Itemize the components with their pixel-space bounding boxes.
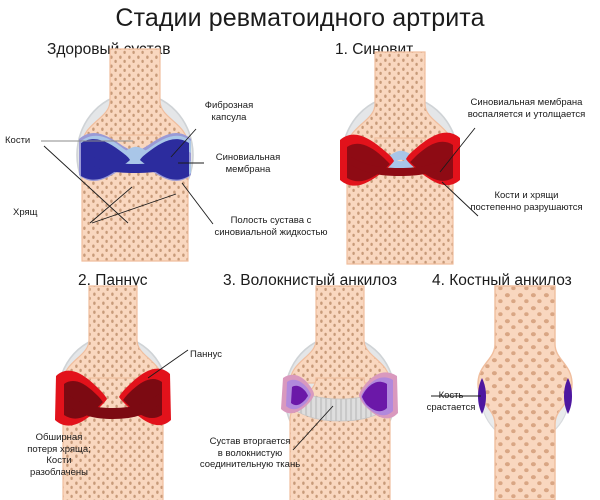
label-synovial-membrane: Синовиальная мембрана: [215, 152, 281, 175]
eroded-cavity-band: [351, 157, 449, 176]
label-cartilage: Хрящ: [13, 207, 38, 218]
violet-remnant-right: [564, 378, 572, 414]
label-membrane-inflamed: Синовиальная мембрана воспаляется и утол…: [467, 97, 586, 120]
label-pannus: Паннус: [190, 349, 222, 360]
panel-heading-fibrous-ankylosis: 3. Волокнистый анкилоз: [223, 272, 398, 289]
label-cartilage-loss: Обширная потеря хряща; Кости разоблачены: [27, 432, 91, 478]
illustration-bony-ankylosis: [477, 285, 573, 500]
violet-pocket-left-core: [291, 385, 308, 406]
leader-lines-pannus: [147, 349, 189, 379]
leader-lines-fibrous-ankylosis: [292, 405, 334, 451]
eroded-cavity-right: [410, 141, 453, 181]
page-title: Стадии ревматоидного артрита: [115, 4, 485, 32]
label-bone-fusion: Кость срастается: [426, 390, 476, 413]
violet-remnant-left: [478, 378, 486, 414]
illustration-pannus: [55, 285, 171, 500]
label-fibrous-capsule: Фиброзная капсула: [204, 100, 254, 123]
label-bones: Кости: [5, 135, 31, 146]
illustration-fibrous-ankylosis: [281, 285, 398, 500]
joint-cavity-left: [81, 139, 130, 180]
illustration-synovitis: [340, 51, 460, 265]
leader-lines-bony-ankylosis: [431, 395, 481, 397]
illustration-healthy-joint: [76, 48, 194, 262]
leader-lines-healthy: [41, 128, 214, 225]
label-fibrous-invasion: Сустав вторгается в волокнистую соединит…: [199, 436, 301, 470]
pannus-cavity-band: [67, 394, 159, 419]
panel-heading-pannus: 2. Паннус: [78, 272, 148, 289]
joint-cavity-right: [140, 139, 189, 180]
leader-lines-synovitis: [439, 127, 479, 217]
label-joint-cavity: Полость сустава с синовиальной жидкостью: [214, 215, 328, 238]
violet-pocket-right-core: [362, 381, 387, 412]
joint-cavity-band: [85, 153, 185, 173]
label-bones-cartilage-destroyed: Кости и хрящи постепенно разрушаются: [470, 190, 583, 213]
fused-bone-shape: [477, 285, 573, 500]
panel-heading-bony-ankylosis: 4. Костный анкилоз: [432, 272, 572, 289]
